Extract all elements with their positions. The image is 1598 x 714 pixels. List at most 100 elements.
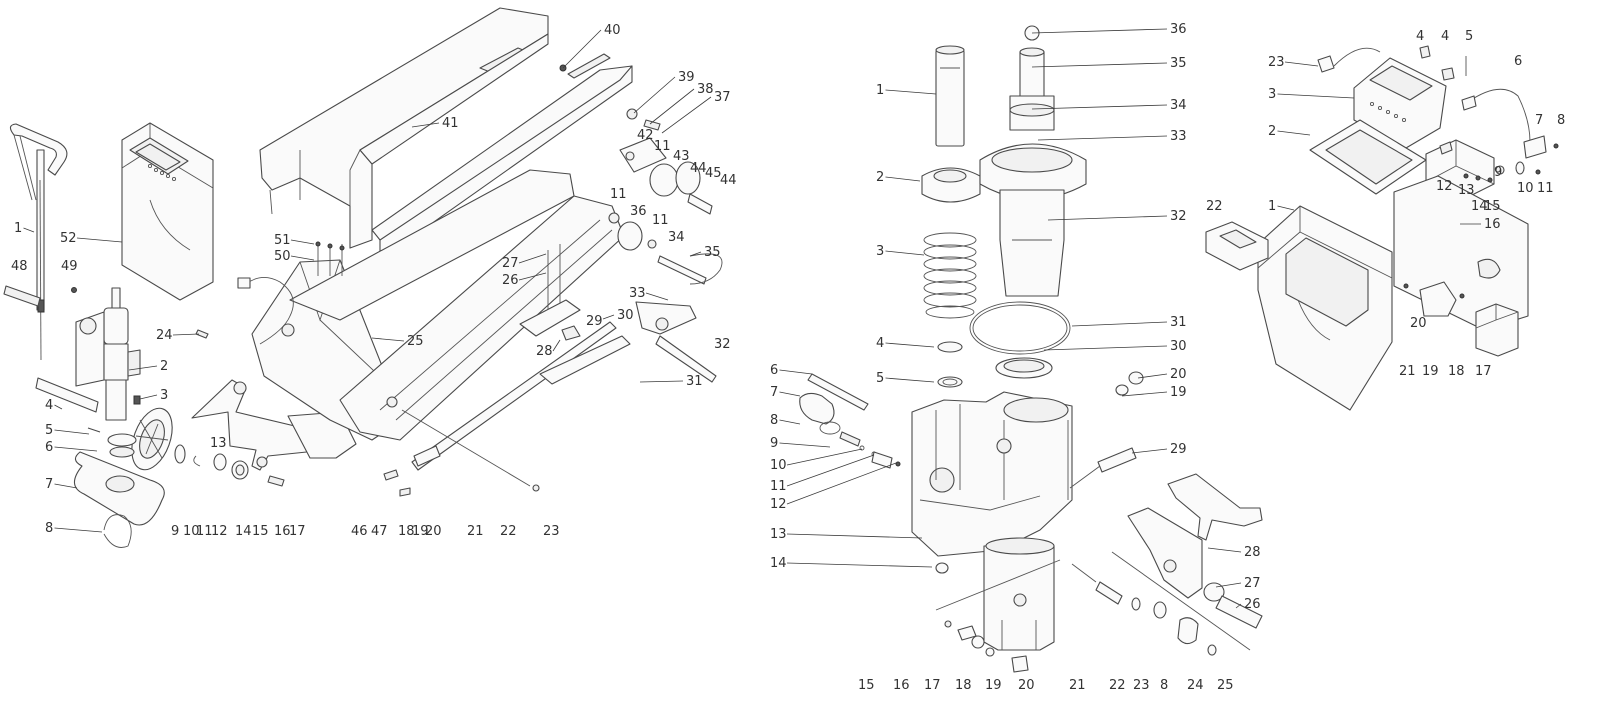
- leader-line: [552, 339, 561, 352]
- part-number-label: 8: [1557, 113, 1565, 128]
- part-number-label: 14: [770, 556, 787, 571]
- part-number-label: 25: [407, 334, 424, 349]
- part-number-label: 4: [876, 336, 884, 351]
- leader-line: [54, 483, 78, 489]
- part-number-label: 7: [770, 385, 778, 400]
- leader-line: [1031, 62, 1168, 68]
- part-number-label: 47: [371, 524, 388, 539]
- leader-line: [1047, 215, 1168, 221]
- part-number-label: 11: [654, 139, 671, 154]
- part-number-label: 34: [668, 230, 685, 245]
- part-number-label: 44: [720, 173, 737, 188]
- leader-line: [1037, 135, 1168, 141]
- part-number-label: 38: [697, 82, 714, 97]
- scale-indicator-drawing: [1205, 45, 1559, 411]
- leader-line: [1277, 205, 1295, 211]
- leader-line: [1207, 547, 1242, 553]
- leader-line: [661, 96, 712, 134]
- part-number-label: 19: [1170, 385, 1187, 400]
- leader-line: [645, 292, 669, 301]
- part-number-label: 22: [1206, 199, 1223, 214]
- part-number-label: 14: [1471, 199, 1488, 214]
- leader-line: [23, 227, 35, 233]
- leader-line: [639, 380, 684, 383]
- leader-line: [689, 251, 702, 257]
- part-number-label: 28: [536, 344, 553, 359]
- chassis: [251, 169, 625, 441]
- part-number-label: 51: [274, 233, 291, 248]
- part-number-label: 3: [876, 244, 884, 259]
- part-number-label: 41: [442, 116, 459, 131]
- leader-line: [411, 122, 440, 128]
- part-number-label: 16: [1484, 217, 1501, 232]
- part-number-label: 7: [1535, 113, 1543, 128]
- part-number-label: 5: [1465, 29, 1473, 44]
- part-number-label: 32: [1170, 209, 1187, 224]
- part-number-label: 12: [211, 524, 228, 539]
- leader-line: [562, 29, 602, 69]
- part-number-label: 1: [1268, 199, 1276, 214]
- part-number-label: 50: [274, 249, 291, 264]
- leader-line: [885, 89, 937, 95]
- part-number-label: 3: [1268, 87, 1276, 102]
- part-number-label: 26: [502, 273, 519, 288]
- part-number-label: 11: [770, 479, 787, 494]
- part-number-label: 29: [586, 314, 603, 329]
- part-number-label: 48: [11, 259, 28, 274]
- part-number-label: 9: [1494, 165, 1502, 180]
- part-number-label: 36: [630, 204, 647, 219]
- part-number-label: 20: [1170, 367, 1187, 382]
- steer-wheel-parts: [87, 407, 249, 480]
- part-number-label: 19: [412, 524, 429, 539]
- part-number-label: 42: [637, 128, 654, 143]
- part-number-label: 40: [604, 23, 621, 38]
- leader-line: [1071, 321, 1168, 327]
- part-number-label: 24: [156, 328, 173, 343]
- part-number-label: 21: [1399, 364, 1416, 379]
- part-number-label: 13: [210, 436, 227, 451]
- part-number-label: 31: [686, 374, 703, 389]
- leader-line: [885, 250, 925, 256]
- part-number-label: 35: [1170, 56, 1187, 71]
- part-number-label: 45: [705, 166, 722, 181]
- leader-line: [139, 394, 158, 400]
- handle: [9, 123, 68, 361]
- part-number-label: 37: [714, 90, 731, 105]
- indicator-housing-large: [1257, 205, 1393, 411]
- part-number-label: 30: [1170, 339, 1187, 354]
- leader-line: [290, 239, 315, 245]
- part-number-label: 27: [1244, 576, 1261, 591]
- part-number-label: 11: [1537, 181, 1554, 196]
- leader-line: [786, 448, 863, 466]
- leader-line: [1131, 448, 1168, 454]
- part-number-label: 20: [1018, 678, 1035, 693]
- leader-line: [885, 176, 921, 182]
- leader-line: [786, 562, 933, 568]
- part-number-label: 20: [425, 524, 442, 539]
- part-number-label: 27: [502, 256, 519, 271]
- leader-line: [1121, 391, 1168, 397]
- part-number-label: 20: [1410, 316, 1427, 331]
- part-number-label: 18: [1448, 364, 1465, 379]
- part-number-label: 14: [235, 524, 252, 539]
- leader-line: [779, 442, 831, 448]
- part-number-label: 6: [770, 363, 778, 378]
- pump-body: [911, 391, 1073, 557]
- part-number-label: 10: [1517, 181, 1534, 196]
- part-number-label: 36: [1170, 22, 1187, 37]
- leader-line: [290, 255, 315, 261]
- leader-line: [885, 377, 935, 383]
- part-number-label: 12: [770, 497, 787, 512]
- part-number-label: 10: [770, 458, 787, 473]
- part-number-label: 29: [1170, 442, 1187, 457]
- part-number-label: 52: [60, 231, 77, 246]
- leader-line: [54, 446, 98, 452]
- part-number-label: 23: [1133, 678, 1150, 693]
- part-number-label: 33: [1170, 129, 1187, 144]
- leader-line: [633, 76, 676, 114]
- part-number-label: 16: [893, 678, 910, 693]
- part-number-label: 4: [45, 398, 53, 413]
